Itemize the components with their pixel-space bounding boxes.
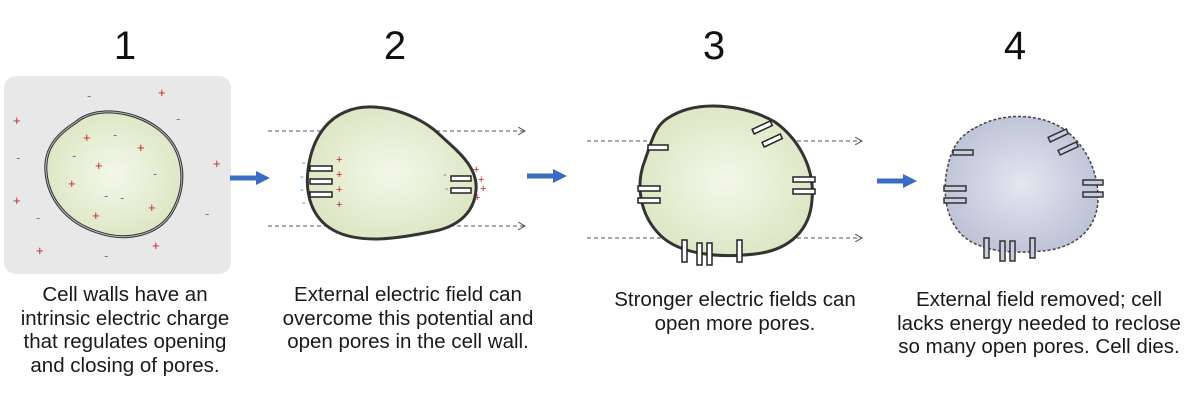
positive-charge: + [148, 200, 156, 215]
caption-line: open more pores. [590, 312, 880, 336]
membrane-pore [310, 166, 332, 171]
membrane-pore [984, 238, 989, 258]
positive-charge: + [213, 156, 221, 171]
membrane-pore [451, 176, 471, 181]
positive-charge: + [336, 154, 342, 166]
negative-charge: - [176, 111, 180, 126]
positive-charge: + [474, 192, 480, 204]
caption-line: and closing of pores. [0, 354, 250, 378]
positive-charge: + [336, 184, 342, 196]
positive-charge: + [68, 176, 76, 191]
membrane-pore [944, 186, 966, 191]
negative-charge: - [104, 188, 108, 203]
caption-line: that regulates opening [0, 330, 250, 354]
positive-charge: + [13, 113, 21, 128]
membrane-pore [1010, 241, 1015, 261]
membrane-pore [1083, 192, 1103, 197]
negative-charge: - [87, 88, 91, 103]
positive-charge: + [92, 208, 100, 223]
positive-charge: + [152, 238, 160, 253]
negative-charge: - [113, 127, 117, 142]
negative-charge: - [302, 157, 306, 169]
positive-charge: + [336, 169, 342, 181]
transition-arrow-2 [527, 169, 567, 183]
cell-4-dead [945, 116, 1098, 252]
negative-charge: - [36, 210, 40, 225]
membrane-pore [310, 192, 332, 197]
membrane-pore [793, 177, 815, 182]
caption-line: External field removed; cell [880, 288, 1198, 312]
negative-charge: - [205, 206, 209, 221]
caption-line: Stronger electric fields can [590, 288, 880, 312]
membrane-pore [793, 189, 815, 194]
negative-charge: - [153, 166, 157, 181]
step-2-caption: External electric field can overcome thi… [268, 283, 548, 354]
membrane-pore [953, 150, 973, 155]
membrane-pore [648, 145, 668, 150]
positive-charge: + [36, 243, 44, 258]
positive-charge: + [336, 199, 342, 211]
caption-line: overcome this potential and [268, 307, 548, 331]
caption-line: so many open pores. Cell dies. [880, 335, 1198, 359]
positive-charge: + [158, 85, 166, 100]
transition-arrow-3 [877, 174, 917, 188]
positive-charge: + [13, 193, 21, 208]
caption-line: intrinsic electric charge [0, 307, 250, 331]
membrane-pore [697, 243, 702, 265]
negative-charge: - [72, 148, 76, 163]
negative-charge: - [120, 190, 124, 205]
negative-charge: - [104, 248, 108, 263]
positive-charge: + [95, 158, 103, 173]
membrane-pore [310, 179, 332, 184]
negative-charge: - [443, 169, 447, 181]
negative-charge: - [16, 150, 20, 165]
membrane-pore [638, 198, 660, 203]
membrane-pore [638, 186, 660, 191]
membrane-pore [451, 188, 471, 193]
negative-charge: - [300, 184, 304, 196]
step-3-caption: Stronger electric fields can open more p… [590, 288, 880, 335]
transition-arrow-1 [230, 171, 270, 185]
negative-charge: - [300, 171, 304, 183]
membrane-pore [737, 240, 742, 262]
negative-charge: - [302, 197, 306, 209]
caption-line: open pores in the cell wall. [268, 330, 548, 354]
step-4-caption: External field removed; cell lacks energ… [880, 288, 1198, 359]
positive-charge: + [137, 140, 145, 155]
cell-3 [640, 106, 812, 256]
step-1-caption: Cell walls have an intrinsic electric ch… [0, 283, 250, 377]
membrane-pore [682, 240, 687, 262]
caption-line: Cell walls have an [0, 283, 250, 307]
membrane-pore [1030, 238, 1035, 258]
membrane-pore [1083, 180, 1103, 185]
positive-charge: + [480, 183, 486, 195]
negative-charge: - [445, 183, 449, 195]
caption-line: lacks energy needed to reclose [880, 312, 1198, 336]
membrane-pore [707, 243, 712, 265]
positive-charge: + [83, 130, 91, 145]
caption-line: External electric field can [268, 283, 548, 307]
membrane-pore [944, 198, 966, 203]
membrane-pore [1000, 241, 1005, 261]
cell-2 [307, 107, 476, 239]
